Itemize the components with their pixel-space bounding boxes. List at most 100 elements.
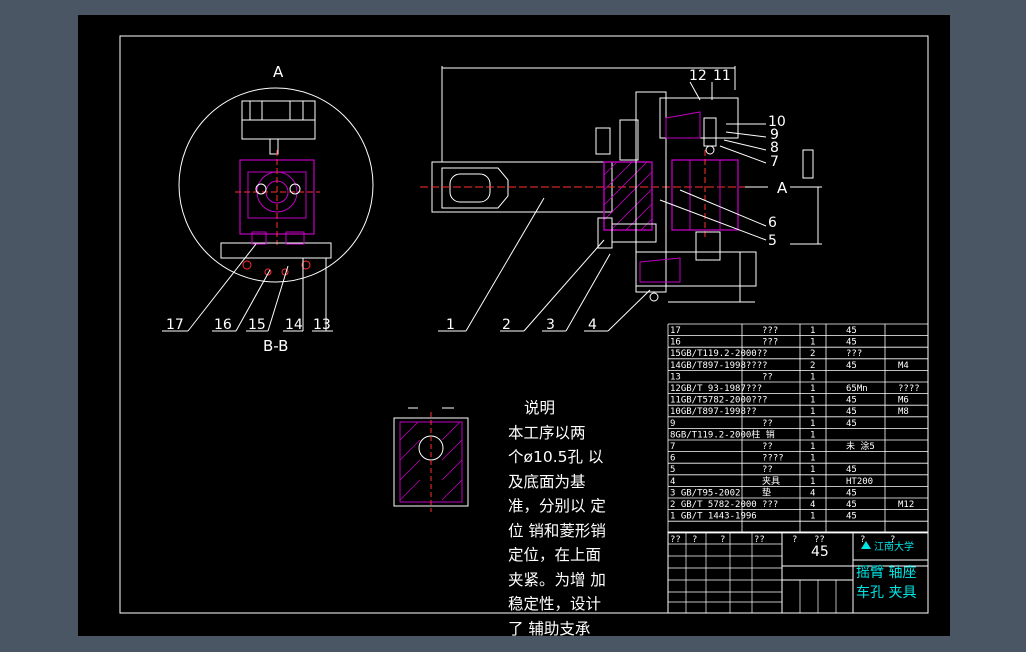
bom-cell: 17 [670, 326, 681, 336]
notes-line: 定位，在上面 [508, 546, 602, 564]
main-assembly-view: A 12 11 10 9 8 7 6 5 1 2 3 4 [420, 66, 822, 333]
bom-cell: 4 [810, 500, 815, 510]
bom-cell: M4 [898, 361, 909, 371]
bom-cell: 16 [670, 338, 681, 348]
bom-cell: ??? [762, 500, 778, 510]
part-name-line2: 车孔 夹具 [856, 584, 916, 601]
bom-header-cell: ?? [670, 535, 681, 545]
bom-cell: 14GB/T897-1998???? [670, 361, 768, 371]
callout-4: 4 [588, 317, 597, 333]
bom-cell: ???? [762, 454, 784, 464]
bom-cell: 5 [670, 465, 675, 475]
bom-cell: 垫 [762, 486, 771, 498]
notes-line: 夹紧。为增 加 [508, 570, 606, 589]
bom-cell: 45 [846, 338, 857, 348]
callout-7: 7 [770, 154, 779, 170]
bom-cell: ?? [762, 419, 773, 429]
callout-13: 13 [313, 317, 331, 333]
bom-cell: 1 [810, 407, 815, 417]
bom-header-cell: ?? [754, 535, 765, 545]
bom-cell: 13 [670, 372, 681, 382]
callout-17: 17 [166, 317, 184, 333]
bom-cell: ?? [762, 465, 773, 475]
bom-header-cell: ?? [814, 535, 825, 545]
callout-16: 16 [214, 317, 232, 333]
bom-cell: 1 [810, 384, 815, 394]
bom-cell: 12GB/T 93-1987??? [670, 384, 762, 394]
technical-notes: 说明 本工序以两 个ø10.5孔 以 及底面为基 准，分别以 定 位 销和菱形销… [508, 396, 648, 641]
view-a-label: A [273, 63, 284, 81]
material-value: 45 [811, 544, 829, 560]
school-name: 江南大学 [874, 540, 914, 553]
callout-2: 2 [502, 317, 511, 333]
bom-cell: 4 [670, 477, 675, 487]
bom-cell: 1 [810, 372, 815, 382]
section-bb-label: B-B [263, 337, 288, 355]
notes-line: 位 销和菱形销 [508, 521, 606, 540]
bom-cell: 65Mn [846, 384, 868, 394]
callout-14: 14 [285, 317, 303, 333]
bom-cell: 6 [670, 454, 675, 464]
bom-cell: 夹具 [762, 475, 780, 487]
bom-cell: M8 [898, 407, 909, 417]
callout-1: 1 [446, 317, 455, 333]
bom-cell: 未 涂5 [846, 440, 875, 452]
part-name-line1: 摇臂 轴座 [856, 565, 916, 581]
bom-cell: 45 [846, 396, 857, 406]
notes-line: 本工序以两 [508, 423, 586, 442]
bom-cell: ??? [762, 338, 778, 348]
bom-header-cell: ? [720, 535, 725, 545]
small-section-view [393, 407, 469, 512]
callout-8: 8 [770, 140, 779, 156]
bom-cell: HT200 [846, 477, 873, 487]
bom-cell: 15GB/T119.2-2000?? [670, 349, 768, 359]
callout-11: 11 [713, 68, 731, 84]
bom-cell: 1 [810, 430, 815, 440]
callout-6: 6 [768, 215, 777, 231]
bom-cell: 45 [846, 500, 857, 510]
bom-cell: 1 [810, 442, 815, 452]
bom-cell: 9 [670, 419, 675, 429]
bom-cell: 2 [810, 361, 815, 371]
detail-view-a: A 17 16 15 14 13 B-B [162, 63, 374, 355]
callout-3: 3 [546, 317, 555, 333]
notes-line: 了 辅助支承 [508, 619, 591, 638]
bom-cell: 1 [810, 477, 815, 487]
bom-cell: 1 [810, 396, 815, 406]
bom-cell: 4 [810, 488, 815, 498]
bom-header-cell: ? [890, 535, 895, 545]
title-block: 45 江南大学 摇臂 轴座 车孔 夹具 [667, 531, 929, 614]
notes-title: 说明 [524, 399, 556, 417]
bom-cell: 45 [846, 361, 857, 371]
bom-cell: 1 [810, 338, 815, 348]
bom-cell: M6 [898, 396, 909, 406]
callout-9: 9 [770, 127, 779, 143]
notes-line: 准，分别以 定 [508, 497, 606, 515]
bom-cell: M12 [898, 500, 914, 510]
bom-cell: 1 GB/T 1443-1996 [670, 512, 757, 522]
bom-cell: 11GB/T5782-2000??? [670, 396, 768, 406]
school-logo-icon [861, 541, 871, 549]
section-a-arrow-label: A [777, 179, 788, 197]
callout-5: 5 [768, 233, 777, 249]
bom-cell: 45 [846, 407, 857, 417]
notes-line: 及底面为基 [508, 472, 586, 491]
notes-line: 个ø10.5孔 以 [508, 448, 604, 466]
bom-header-cell: ? [860, 535, 865, 545]
bom-header-cell: ? [692, 535, 697, 545]
bom-cell: ??? [846, 349, 862, 359]
bom-cell: 1 [810, 419, 815, 429]
bom-cell: ?? [762, 442, 773, 452]
bom-cell: 1 [810, 465, 815, 475]
bom-cell: 7 [670, 442, 675, 452]
bom-cell: 8GB/T119.2-2000柱 销 [670, 428, 775, 440]
bom-cell: 2 GB/T 5782-2000 [670, 500, 757, 510]
bom-header-cell: ? [792, 535, 797, 545]
bom-cell: 2 [810, 349, 815, 359]
bom-cell: 1 [810, 454, 815, 464]
bom-cell: 45 [846, 419, 857, 429]
notes-line: 稳定性，设计 [508, 595, 602, 613]
